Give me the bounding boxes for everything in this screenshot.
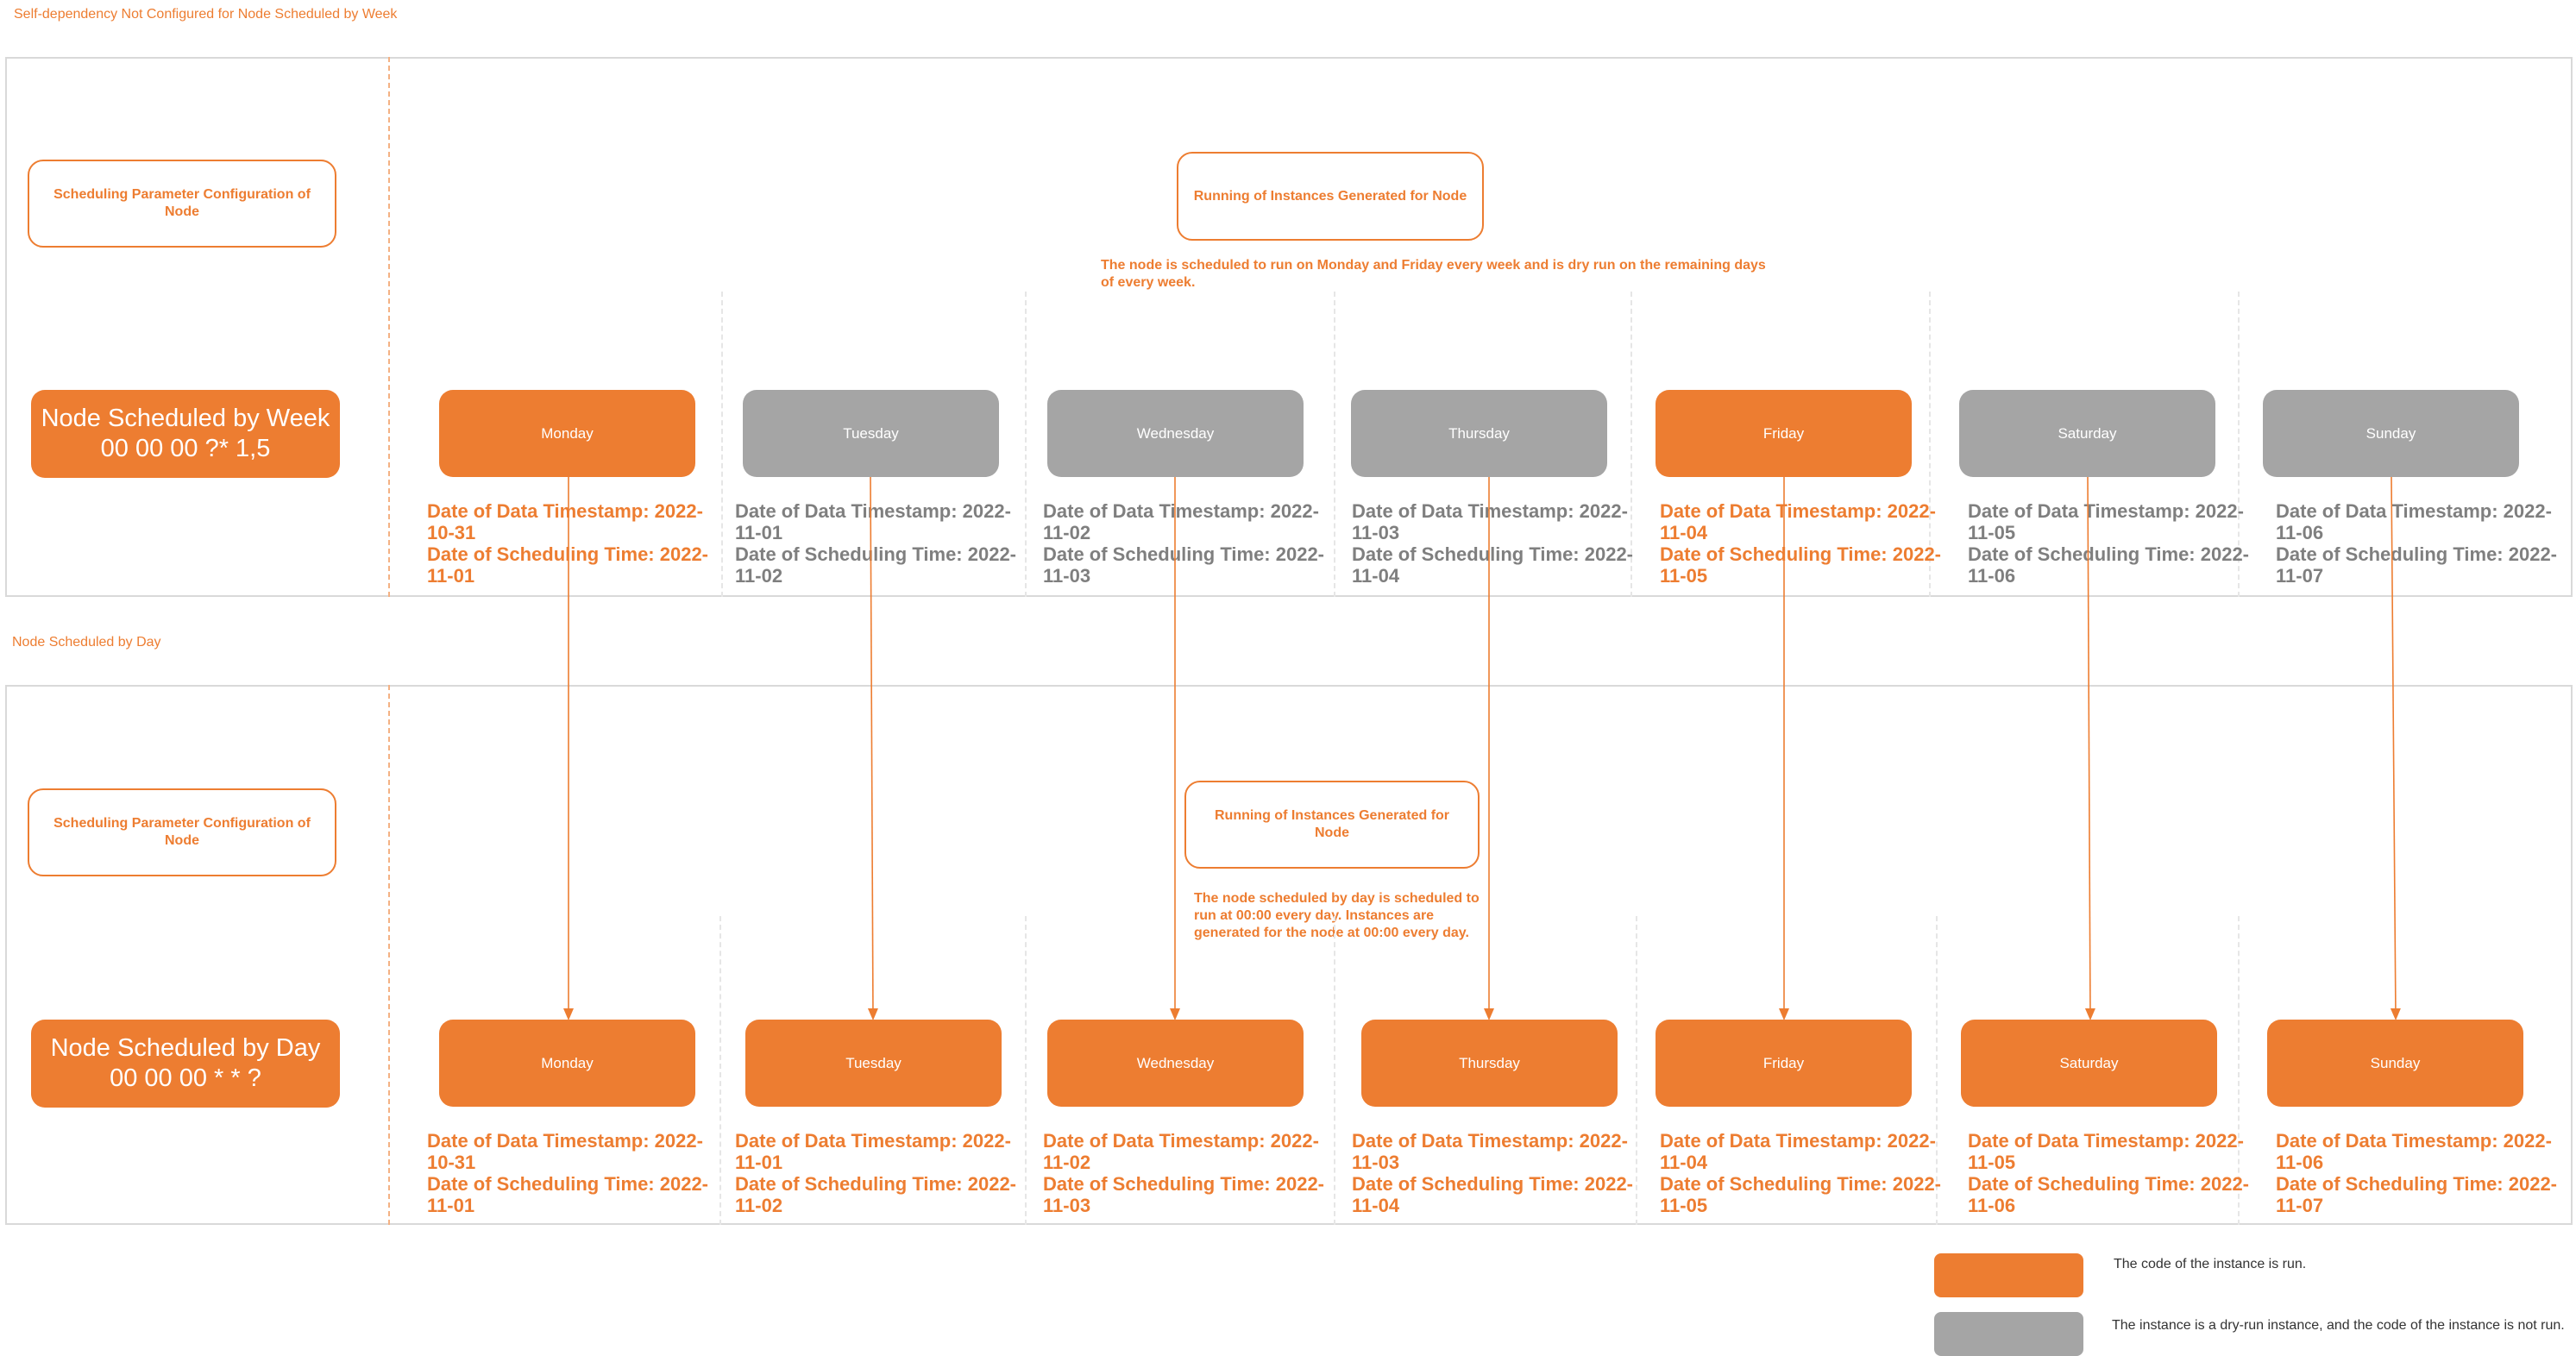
date-info-tuesday: Date of Data Timestamp: 2022-11-01 Date … (735, 1130, 1037, 1216)
node-box-day: Node Scheduled by Day 00 00 00 * * ? (31, 1020, 340, 1108)
data-timestamp: Date of Data Timestamp: 2022-11-06 (2276, 1130, 2552, 1173)
day-box-sunday: Sunday (2263, 390, 2519, 477)
param-config-label: Scheduling Parameter Configuration of No… (28, 160, 336, 248)
data-timestamp: Date of Data Timestamp: 2022-11-02 (1043, 1130, 1319, 1173)
section-divider (388, 685, 390, 1225)
date-info-monday: Date of Data Timestamp: 2022-10-31 Date … (427, 1130, 729, 1216)
day-box-thursday: Thursday (1361, 1020, 1618, 1107)
date-info-friday: Date of Data Timestamp: 2022-11-04 Date … (1660, 1130, 1962, 1216)
day-divider (1334, 292, 1335, 597)
day-box-saturday: Saturday (1961, 1020, 2217, 1107)
section-title-day: Node Scheduled by Day (12, 635, 161, 650)
date-info-thursday: Date of Data Timestamp: 2022-11-03 Date … (1352, 1130, 1654, 1216)
day-divider (1630, 292, 1632, 597)
data-timestamp: Date of Data Timestamp: 2022-11-05 (1968, 1130, 2244, 1173)
scheduling-time: Date of Scheduling Time: 2022-11-01 (427, 543, 709, 587)
scheduling-time: Date of Scheduling Time: 2022-11-07 (2276, 1173, 2558, 1216)
day-divider (1025, 916, 1027, 1225)
day-divider (721, 292, 723, 597)
legend-dry-text: The instance is a dry-run instance, and … (2112, 1318, 2565, 1333)
date-info-sunday: Date of Data Timestamp: 2022-11-06 Date … (2276, 500, 2569, 587)
day-box-friday: Friday (1656, 390, 1912, 477)
data-timestamp: Date of Data Timestamp: 2022-11-03 (1352, 1130, 1628, 1173)
day-divider (1936, 916, 1938, 1225)
day-box-wednesday: Wednesday (1047, 1020, 1304, 1107)
scheduling-time: Date of Scheduling Time: 2022-11-06 (1968, 1173, 2250, 1216)
data-timestamp: Date of Data Timestamp: 2022-10-31 (427, 1130, 703, 1173)
scheduling-time: Date of Scheduling Time: 2022-11-02 (735, 543, 1017, 587)
date-info-tuesday: Date of Data Timestamp: 2022-11-01 Date … (735, 500, 1037, 587)
arrow-sunday (2390, 476, 2401, 1020)
date-info-wednesday: Date of Data Timestamp: 2022-11-02 Date … (1043, 500, 1345, 587)
data-timestamp: Date of Data Timestamp: 2022-11-03 (1352, 500, 1628, 543)
scheduling-time: Date of Scheduling Time: 2022-11-04 (1352, 543, 1634, 587)
day-box-tuesday: Tuesday (743, 390, 999, 477)
schedule-note: The node is scheduled to run on Monday a… (1101, 258, 1766, 290)
data-timestamp: Date of Data Timestamp: 2022-11-04 (1660, 500, 1936, 543)
legend-dry-swatch (1934, 1312, 2083, 1356)
section-week-panel (5, 57, 2573, 597)
data-timestamp: Date of Data Timestamp: 2022-11-01 (735, 500, 1011, 543)
day-box-friday: Friday (1656, 1020, 1912, 1107)
section-title-week: Self-dependency Not Configured for Node … (14, 7, 398, 22)
day-divider (1636, 916, 1637, 1225)
scheduling-time: Date of Scheduling Time: 2022-11-03 (1043, 1173, 1325, 1216)
data-timestamp: Date of Data Timestamp: 2022-11-01 (735, 1130, 1011, 1173)
day-box-monday: Monday (439, 390, 695, 477)
data-timestamp: Date of Data Timestamp: 2022-11-04 (1660, 1130, 1936, 1173)
node-cron: 00 00 00 * * ? (110, 1064, 261, 1092)
date-info-sunday: Date of Data Timestamp: 2022-11-06 Date … (2276, 1130, 2569, 1216)
data-timestamp: Date of Data Timestamp: 2022-11-05 (1968, 500, 2244, 543)
running-instances-label: Running of Instances Generated for Node (1177, 152, 1484, 241)
node-title: Node Scheduled by Week (41, 405, 330, 432)
day-divider (1334, 916, 1335, 1225)
day-box-tuesday: Tuesday (745, 1020, 1002, 1107)
running-instances-label: Running of Instances Generated for Node (1184, 781, 1480, 869)
day-divider (2238, 292, 2240, 597)
scheduling-time: Date of Scheduling Time: 2022-11-07 (2276, 543, 2558, 587)
scheduling-time: Date of Scheduling Time: 2022-11-05 (1660, 1173, 1942, 1216)
arrow-saturday (2084, 476, 2095, 1020)
date-info-monday: Date of Data Timestamp: 2022-10-31 Date … (427, 500, 729, 587)
date-info-friday: Date of Data Timestamp: 2022-11-04 Date … (1660, 500, 1962, 587)
day-box-monday: Monday (439, 1020, 695, 1107)
scheduling-time: Date of Scheduling Time: 2022-11-01 (427, 1173, 709, 1216)
day-divider (2238, 916, 2240, 1225)
scheduling-time: Date of Scheduling Time: 2022-11-03 (1043, 543, 1325, 587)
day-divider (1025, 292, 1027, 597)
day-box-wednesday: Wednesday (1047, 390, 1304, 477)
section-day-panel (5, 685, 2573, 1225)
section-divider (388, 57, 390, 597)
arrow-tuesday (867, 476, 878, 1020)
scheduling-time: Date of Scheduling Time: 2022-11-06 (1968, 543, 2250, 587)
date-info-wednesday: Date of Data Timestamp: 2022-11-02 Date … (1043, 1130, 1345, 1216)
param-config-label: Scheduling Parameter Configuration of No… (28, 788, 336, 876)
legend-run-text: The code of the instance is run. (2114, 1257, 2307, 1271)
day-box-sunday: Sunday (2267, 1020, 2523, 1107)
date-info-saturday: Date of Data Timestamp: 2022-11-05 Date … (1968, 1130, 2270, 1216)
day-divider (1929, 292, 1931, 597)
scheduling-time: Date of Scheduling Time: 2022-11-05 (1660, 543, 1942, 587)
schedule-note: The node scheduled by day is scheduled t… (1194, 891, 1480, 940)
date-info-saturday: Date of Data Timestamp: 2022-11-05 Date … (1968, 500, 2270, 587)
scheduling-time: Date of Scheduling Time: 2022-11-02 (735, 1173, 1017, 1216)
data-timestamp: Date of Data Timestamp: 2022-11-02 (1043, 500, 1319, 543)
node-title: Node Scheduled by Day (50, 1034, 321, 1062)
data-timestamp: Date of Data Timestamp: 2022-10-31 (427, 500, 703, 543)
node-cron: 00 00 00 ?* 1,5 (100, 435, 271, 462)
data-timestamp: Date of Data Timestamp: 2022-11-06 (2276, 500, 2552, 543)
scheduling-time: Date of Scheduling Time: 2022-11-04 (1352, 1173, 1634, 1216)
day-box-saturday: Saturday (1959, 390, 2215, 477)
legend-run-swatch (1934, 1253, 2083, 1297)
date-info-thursday: Date of Data Timestamp: 2022-11-03 Date … (1352, 500, 1654, 587)
day-box-thursday: Thursday (1351, 390, 1607, 477)
day-divider (719, 916, 721, 1225)
node-box-week: Node Scheduled by Week 00 00 00 ?* 1,5 (31, 390, 340, 478)
